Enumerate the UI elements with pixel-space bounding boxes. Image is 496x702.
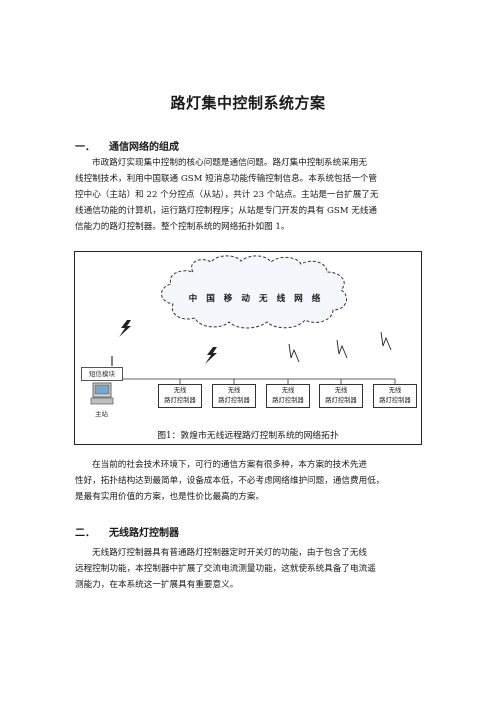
controller-label-line2: 路灯控制器 bbox=[272, 397, 304, 404]
controller-label-line1: 无线 bbox=[227, 387, 241, 394]
section-1-number: 一． bbox=[75, 142, 95, 153]
master-station-label: 主站 bbox=[95, 410, 108, 418]
paragraph-line: 市政路灯实现集中控制的核心问题是通信问题。路灯集中控制系统采用无 bbox=[92, 158, 368, 168]
computer-base bbox=[90, 397, 114, 405]
paragraph-line: 无线路灯控制器具有普通路灯控制器定时开关灯的功能，由于包含了无线 bbox=[92, 548, 368, 558]
wireless-signal-icon bbox=[205, 347, 217, 364]
topology-diagram bbox=[90, 255, 396, 405]
controller-label-line2: 路灯控制器 bbox=[379, 397, 411, 404]
controller-label-line2: 路灯控制器 bbox=[164, 397, 196, 404]
paragraph-line: 线通信功能的计算机，运行路灯控制程序；从站是专门开发的具有 GSM 无线通 bbox=[75, 206, 378, 216]
section-2-number: 二． bbox=[75, 528, 95, 539]
controller-box: 无线 路灯控制器 bbox=[158, 384, 202, 408]
paragraph-line: 线控制技术，利用中国联通 GSM 短消息功能传输控制信息。本系统包括一个管 bbox=[75, 174, 378, 184]
wireless-signal-icon bbox=[380, 331, 392, 351]
controller-label-line2: 路灯控制器 bbox=[325, 397, 357, 404]
paragraph-line: 在当前的社会技术环境下，可行的通信方案有很多种，本方案的技术先进 bbox=[92, 460, 368, 470]
sms-module-box: 短信模块 bbox=[81, 367, 123, 381]
wireless-signal-icon bbox=[336, 339, 348, 359]
section-1-paragraph-1: 市政路灯实现集中控制的核心问题是通信问题。路灯集中控制系统采用无 线控制技术，利… bbox=[75, 155, 421, 235]
paragraph-line: 是最有实用价值的方案，也是性价比最高的方案。 bbox=[75, 492, 265, 502]
paragraph-line: 控中心（主站）和 22 个分控点（从站），共计 23 个站点。主站是一台扩展了无 bbox=[75, 190, 379, 200]
section-2-heading: 二． 无线路灯控制器 bbox=[75, 524, 179, 539]
section-2-title: 无线路灯控制器 bbox=[109, 528, 179, 539]
controller-label-line1: 无线 bbox=[173, 387, 187, 394]
cloud-label: 中国移动无线网络 bbox=[188, 294, 330, 304]
section-1-paragraph-2: 在当前的社会技术环境下，可行的通信方案有很多种，本方案的技术先进 性好，拓扑结构… bbox=[75, 457, 421, 505]
section-1-heading: 一． 通信网络的组成 bbox=[75, 138, 179, 153]
document-title: 路灯集中控制系统方案 bbox=[170, 94, 326, 112]
wireless-signal-icon bbox=[119, 320, 131, 337]
computer-screen bbox=[94, 384, 110, 395]
paragraph-line: 性好，拓扑结构达到最简单，设备成本低，不必考虑网络维护问题，通信费用低， bbox=[75, 476, 385, 486]
paragraph-line: 信能力的路灯控制器。整个控制系统的网络拓扑如图 1。 bbox=[75, 222, 290, 232]
controller-box: 无线 路灯控制器 bbox=[373, 384, 417, 408]
paragraph-line: 测能力，在本系统这一扩展具有重要意义。 bbox=[75, 580, 239, 590]
wireless-signal-icon bbox=[288, 343, 300, 363]
controller-label-line1: 无线 bbox=[281, 387, 295, 394]
figure-caption: 图1：敦煌市无线远程路灯控制系统的网络拓扑 bbox=[157, 431, 339, 441]
section-2-paragraph-1: 无线路灯控制器具有普通路灯控制器定时开关灯的功能，由于包含了无线 远程控制功能，… bbox=[75, 545, 421, 593]
cloud-shape bbox=[161, 255, 348, 329]
section-1-title: 通信网络的组成 bbox=[109, 142, 179, 153]
controller-label-line2: 路灯控制器 bbox=[218, 397, 250, 404]
controller-box: 无线 路灯控制器 bbox=[319, 384, 363, 408]
controller-label-line1: 无线 bbox=[334, 387, 348, 394]
controller-box: 无线 路灯控制器 bbox=[266, 384, 310, 408]
network-topology-figure: 中国移动无线网络 短信模块 主站 无线 路灯控制器 无线 路灯控制器 无线 路灯… bbox=[74, 251, 422, 445]
paragraph-line: 远程控制功能，本控制器中扩展了交流电流测量功能，这就使系统具备了电流遥 bbox=[75, 564, 376, 574]
controller-label-line1: 无线 bbox=[388, 387, 402, 394]
controller-box: 无线 路灯控制器 bbox=[212, 384, 256, 408]
